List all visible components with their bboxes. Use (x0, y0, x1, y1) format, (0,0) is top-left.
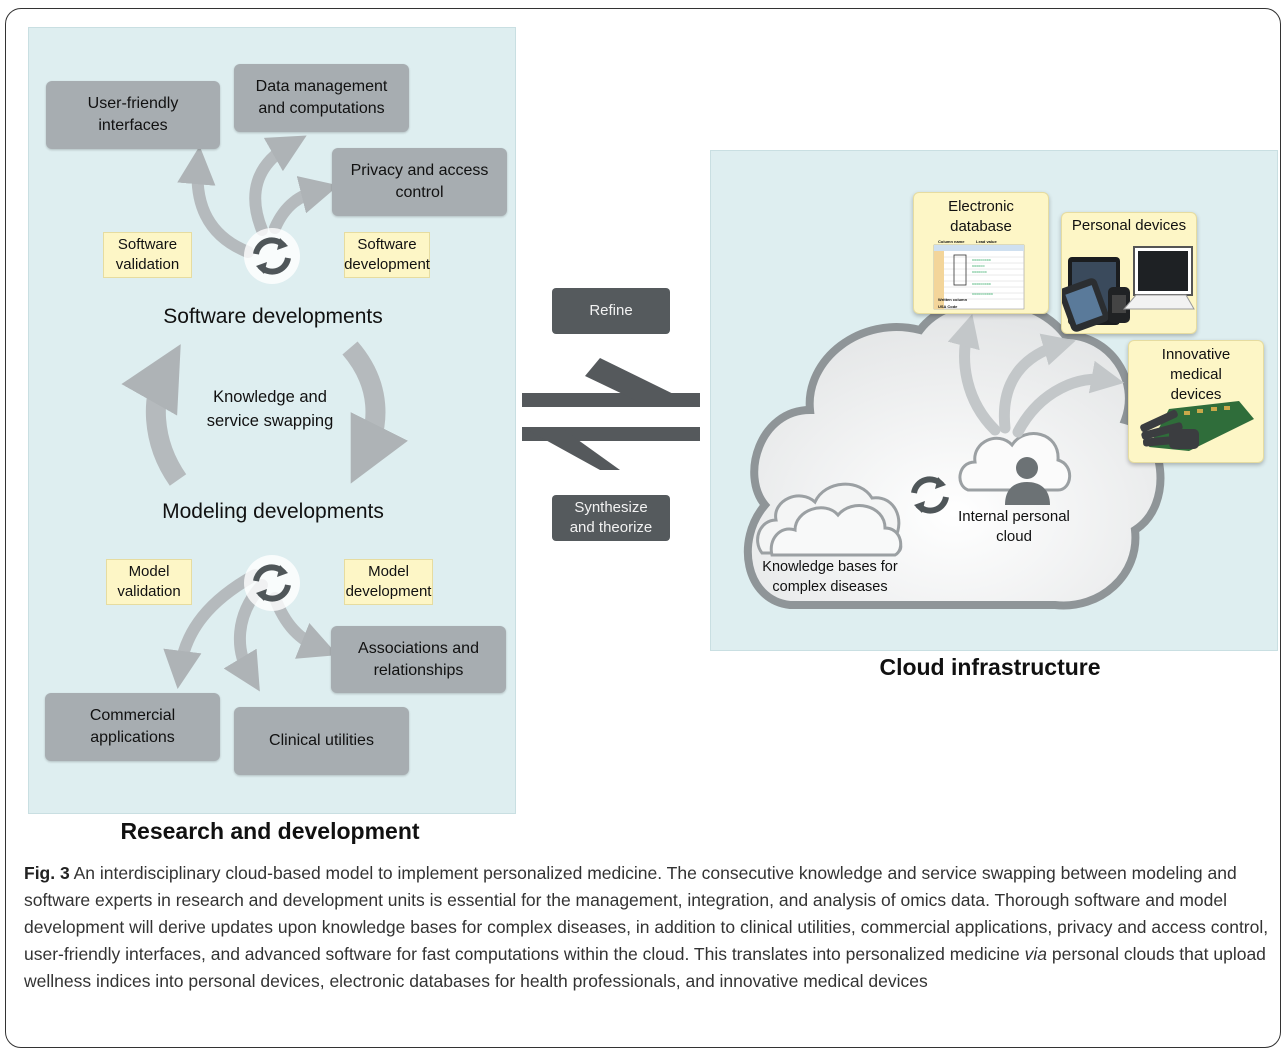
caption-via: via (1024, 944, 1047, 964)
data-management-box: Data management and computations (234, 64, 409, 132)
software-development-note: Software development (344, 232, 430, 278)
person-icon (1005, 457, 1050, 505)
figure-number: Fig. 3 (24, 863, 70, 883)
db-usa-code-label: USA Code (938, 304, 958, 309)
refine-box: Refine (552, 288, 670, 334)
software-arrows (177, 135, 339, 258)
software-developments-heading: Software developments (163, 305, 383, 328)
research-development-title: Research and development (120, 818, 420, 844)
caption-text-1: An interdisciplinary cloud-based model t… (24, 863, 1269, 964)
db-column-name-label: Column name (938, 239, 965, 244)
internal-personal-cloud-label: Internal personal cloud (958, 508, 1070, 545)
svg-text:ooooooooo: ooooooooo (972, 259, 991, 263)
knowledge-bases-label: Knowledge bases for complex diseases (762, 559, 898, 595)
swap-label: Knowledge and service swapping (206, 388, 334, 430)
db-lead-value-label: Lead value (976, 239, 997, 244)
medical-devices-image (1140, 401, 1254, 451)
personal-devices-card: Personal devices (1061, 212, 1197, 334)
personal-cloud (958, 432, 1072, 492)
svg-text:ooooooooo: ooooooooo (972, 283, 991, 287)
software-cycle-icon (253, 237, 291, 275)
synthesize-box: Synthesize and theorize (552, 495, 670, 541)
software-glow (244, 228, 300, 284)
equilibrium-arrows (522, 358, 700, 470)
associations-box: Associations and relationships (331, 626, 506, 693)
figure-caption: Fig. 3 An interdisciplinary cloud-based … (24, 860, 1269, 995)
db-written-column-label: Written column (938, 297, 968, 302)
cloud-graphic (743, 296, 1165, 610)
model-validation-note: Model validation (106, 559, 192, 605)
innovative-devices-label: Innovative medical devices (1161, 346, 1231, 403)
model-development-note: Model development (344, 559, 433, 605)
commercial-applications-box: Commercial applications (45, 693, 220, 761)
svg-text:oooooooooo: oooooooooo (972, 293, 993, 297)
svg-text:ooooooo: ooooooo (972, 271, 987, 275)
diagram-arrows (121, 135, 700, 692)
cloud-infrastructure-title: Cloud infrastructure (879, 654, 1101, 680)
caption-text-2: personal clouds that upload wellness ind… (24, 944, 1266, 991)
swap-arrows (121, 341, 408, 486)
clinical-utilities-box: Clinical utilities (234, 707, 409, 775)
user-friendly-interfaces-box: User-friendly interfaces (46, 81, 220, 149)
privacy-access-box: Privacy and access control (332, 148, 507, 216)
model-glow (244, 555, 300, 611)
electronic-database-label: Electronic database (948, 198, 1014, 235)
svg-text:oooooo: oooooo (972, 265, 985, 269)
personal-devices-label: Personal devices (1071, 217, 1187, 234)
model-cycle-icon (253, 564, 291, 602)
upload-arrows (947, 314, 1125, 438)
innovative-devices-card: Innovative medical devices (1128, 340, 1264, 463)
devices-image (1062, 246, 1195, 332)
cloud-cycle-icon (911, 476, 949, 514)
software-validation-note: Software validation (103, 232, 192, 278)
modeling-developments-heading: Modeling developments (162, 500, 384, 523)
knowledge-cloud-front (769, 504, 903, 557)
